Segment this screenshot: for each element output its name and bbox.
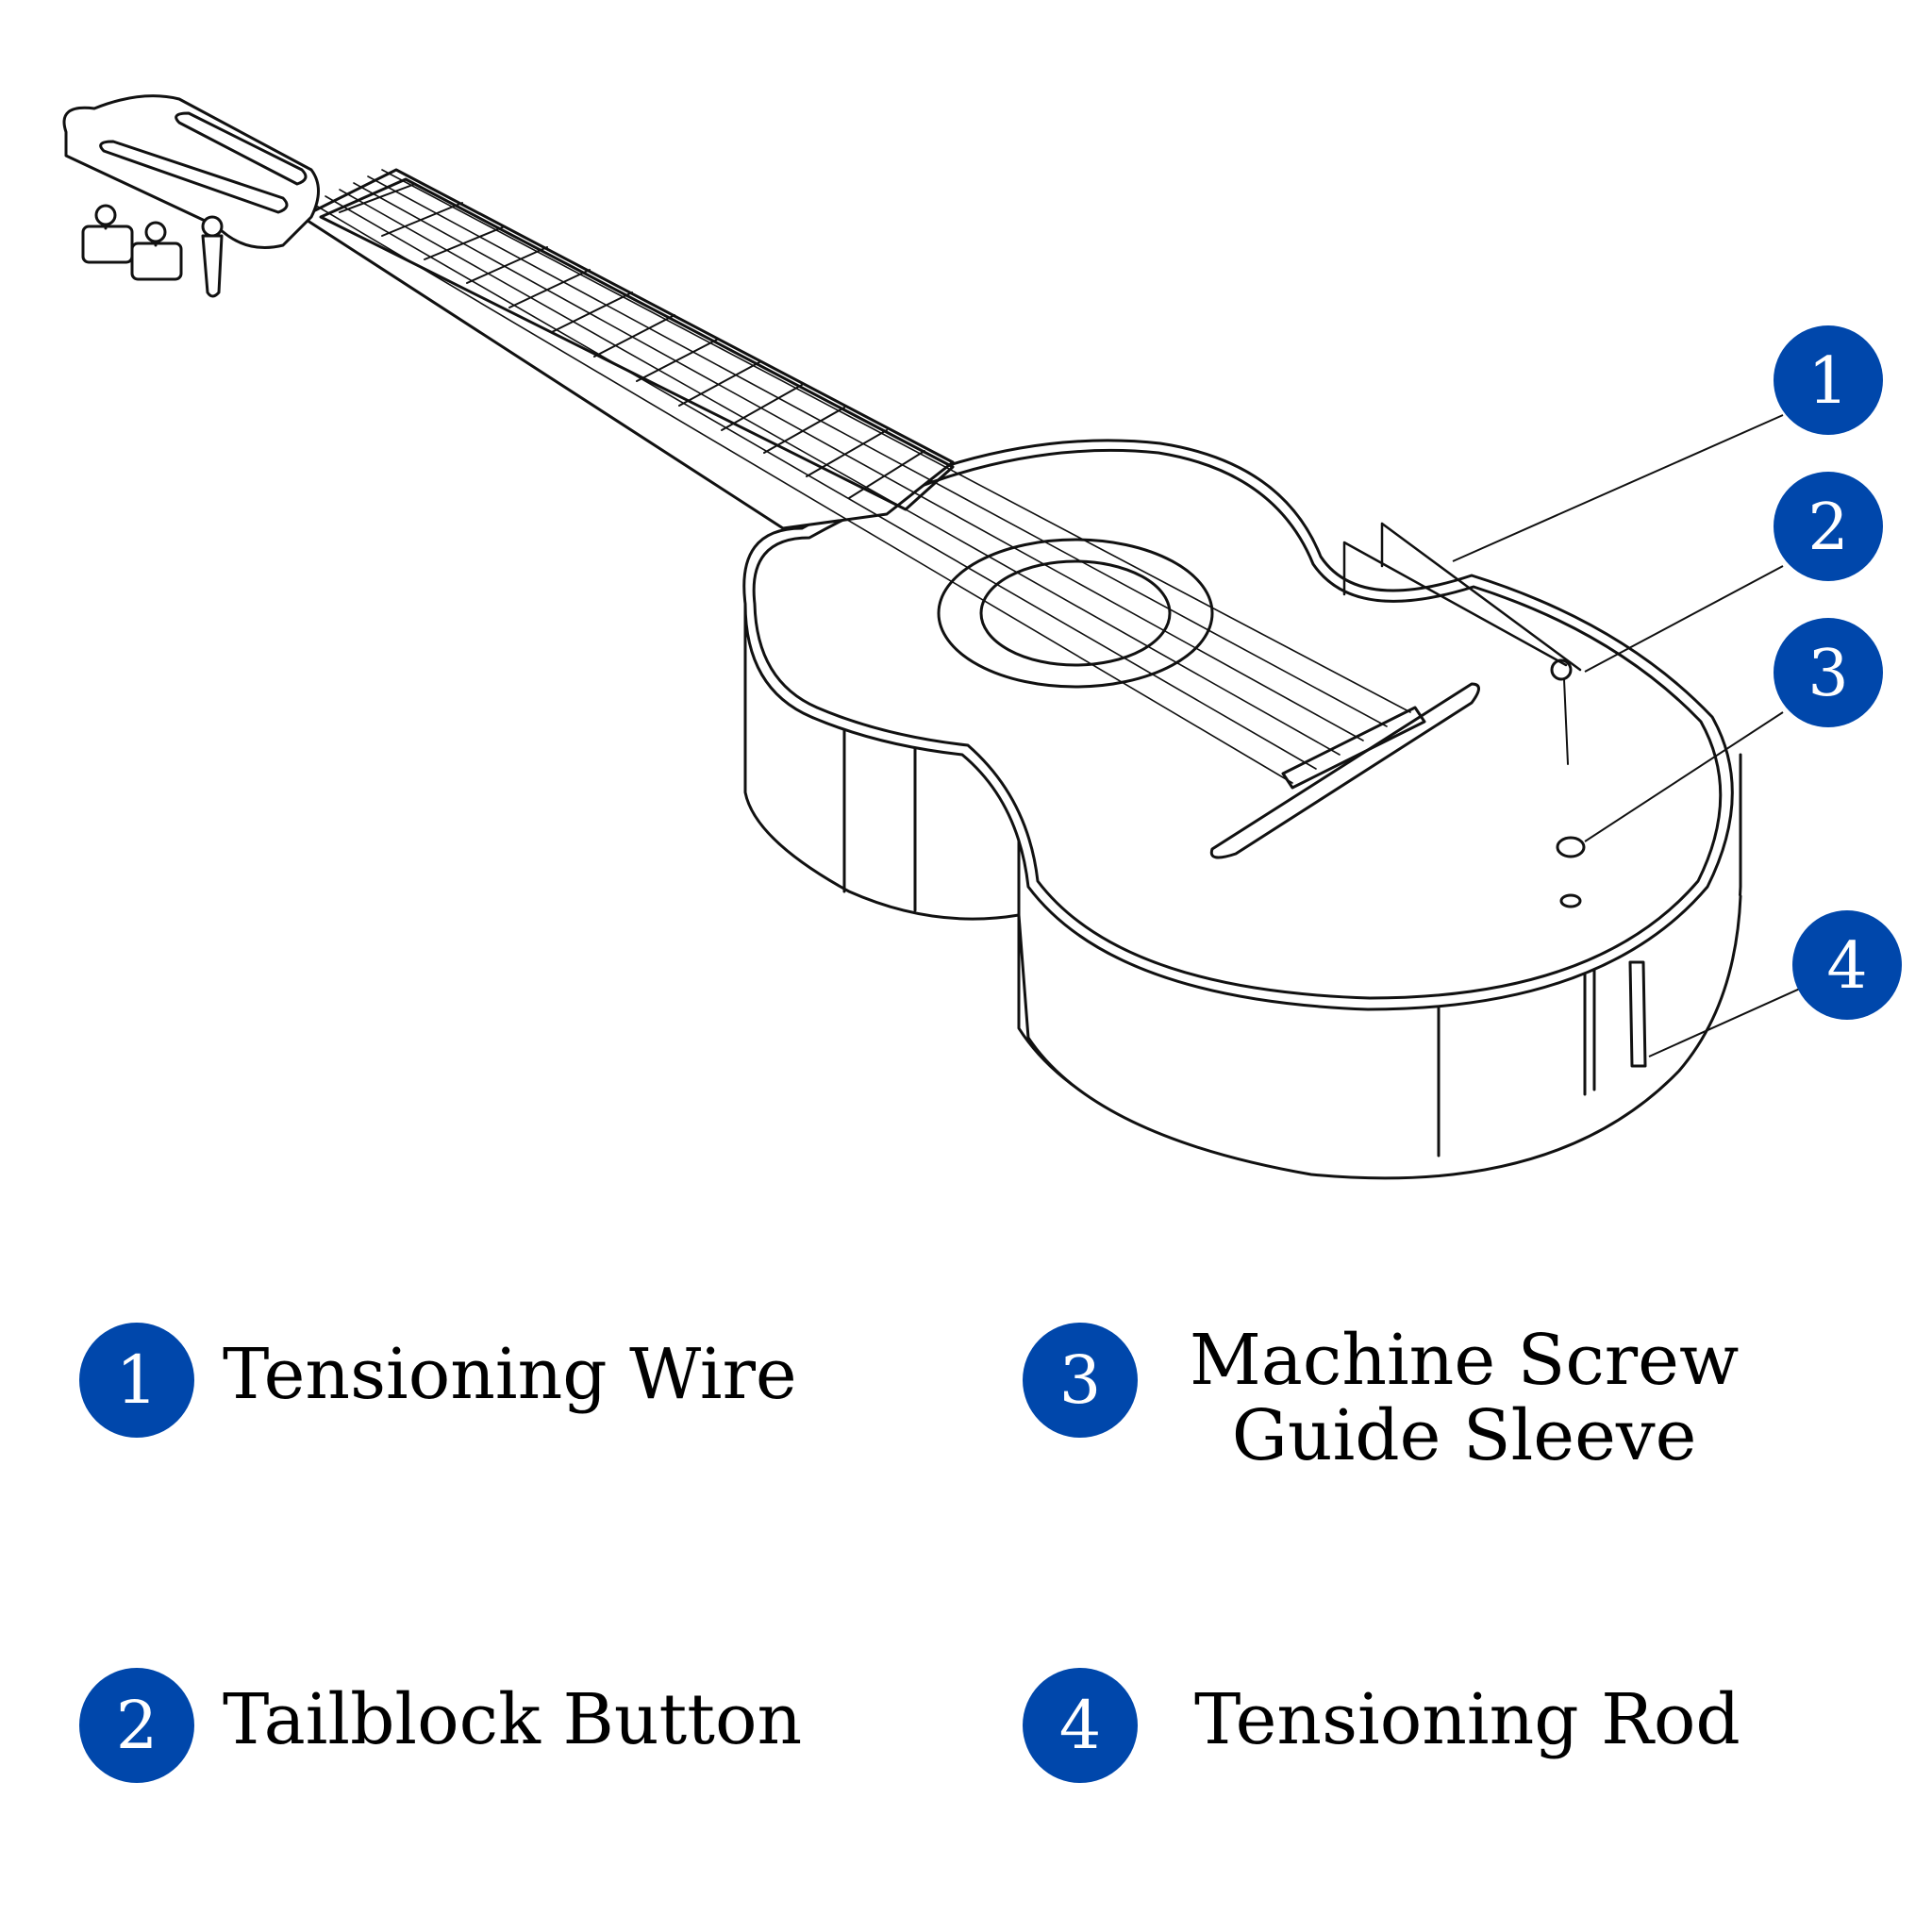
legend-badge-3: 3 bbox=[1023, 1323, 1138, 1438]
callout-number-4: 4 bbox=[1826, 929, 1867, 1004]
fretboard bbox=[319, 177, 955, 511]
legend-item-machine-screw-guide-sleeve: 3 Machine Screw Guide Sleeve bbox=[1023, 1323, 1739, 1474]
legend-label-machine-screw-guide-sleeve: Machine Screw Guide Sleeve bbox=[1190, 1320, 1740, 1476]
tuning-keys bbox=[81, 204, 224, 298]
legend-label-tailblock-button: Tailblock Button bbox=[223, 1679, 803, 1760]
legend-item-tensioning-rod: 4 Tensioning Rod bbox=[1023, 1668, 1740, 1783]
legend-label-tensioning-wire: Tensioning Wire bbox=[223, 1334, 797, 1415]
legend-badge-4: 4 bbox=[1023, 1668, 1138, 1783]
saddle bbox=[1281, 706, 1426, 790]
lower-screw-hole bbox=[1559, 893, 1582, 908]
legend-item-tailblock-button: 2 Tailblock Button bbox=[79, 1668, 802, 1783]
legend-label-tensioning-rod: Tensioning Rod bbox=[1194, 1679, 1740, 1760]
callout-number-3: 3 bbox=[1807, 637, 1848, 711]
strings bbox=[310, 169, 1411, 784]
headstock-slot bbox=[175, 111, 308, 186]
tensioning-wire bbox=[1342, 522, 1582, 672]
tailblock-button bbox=[1550, 658, 1573, 681]
legend-item-tensioning-wire: 1 Tensioning Wire bbox=[79, 1323, 797, 1438]
callout-leaders bbox=[1452, 414, 1801, 1058]
guitar-body-top-binding bbox=[752, 448, 1723, 1000]
sound-hole-rosette bbox=[937, 538, 1214, 689]
legend-badge-2: 2 bbox=[79, 1668, 194, 1783]
callout-number-2: 2 bbox=[1807, 491, 1848, 565]
bridge bbox=[1209, 682, 1480, 859]
headstock-slot bbox=[99, 140, 289, 214]
guitar-body-top bbox=[742, 439, 1734, 1011]
headstock bbox=[62, 94, 320, 249]
tailblock-pin bbox=[1563, 678, 1569, 765]
tensioning-rod bbox=[1628, 960, 1647, 1068]
legend-badge-1: 1 bbox=[79, 1323, 194, 1438]
machine-screw-guide-sleeve bbox=[1556, 836, 1586, 858]
frets bbox=[339, 183, 925, 499]
guitar-diagram: 1 2 3 4 bbox=[62, 94, 1902, 1180]
callout-number-1: 1 bbox=[1807, 344, 1848, 419]
callout-badges: 1 2 3 4 bbox=[1774, 325, 1902, 1020]
sound-hole bbox=[979, 559, 1172, 667]
